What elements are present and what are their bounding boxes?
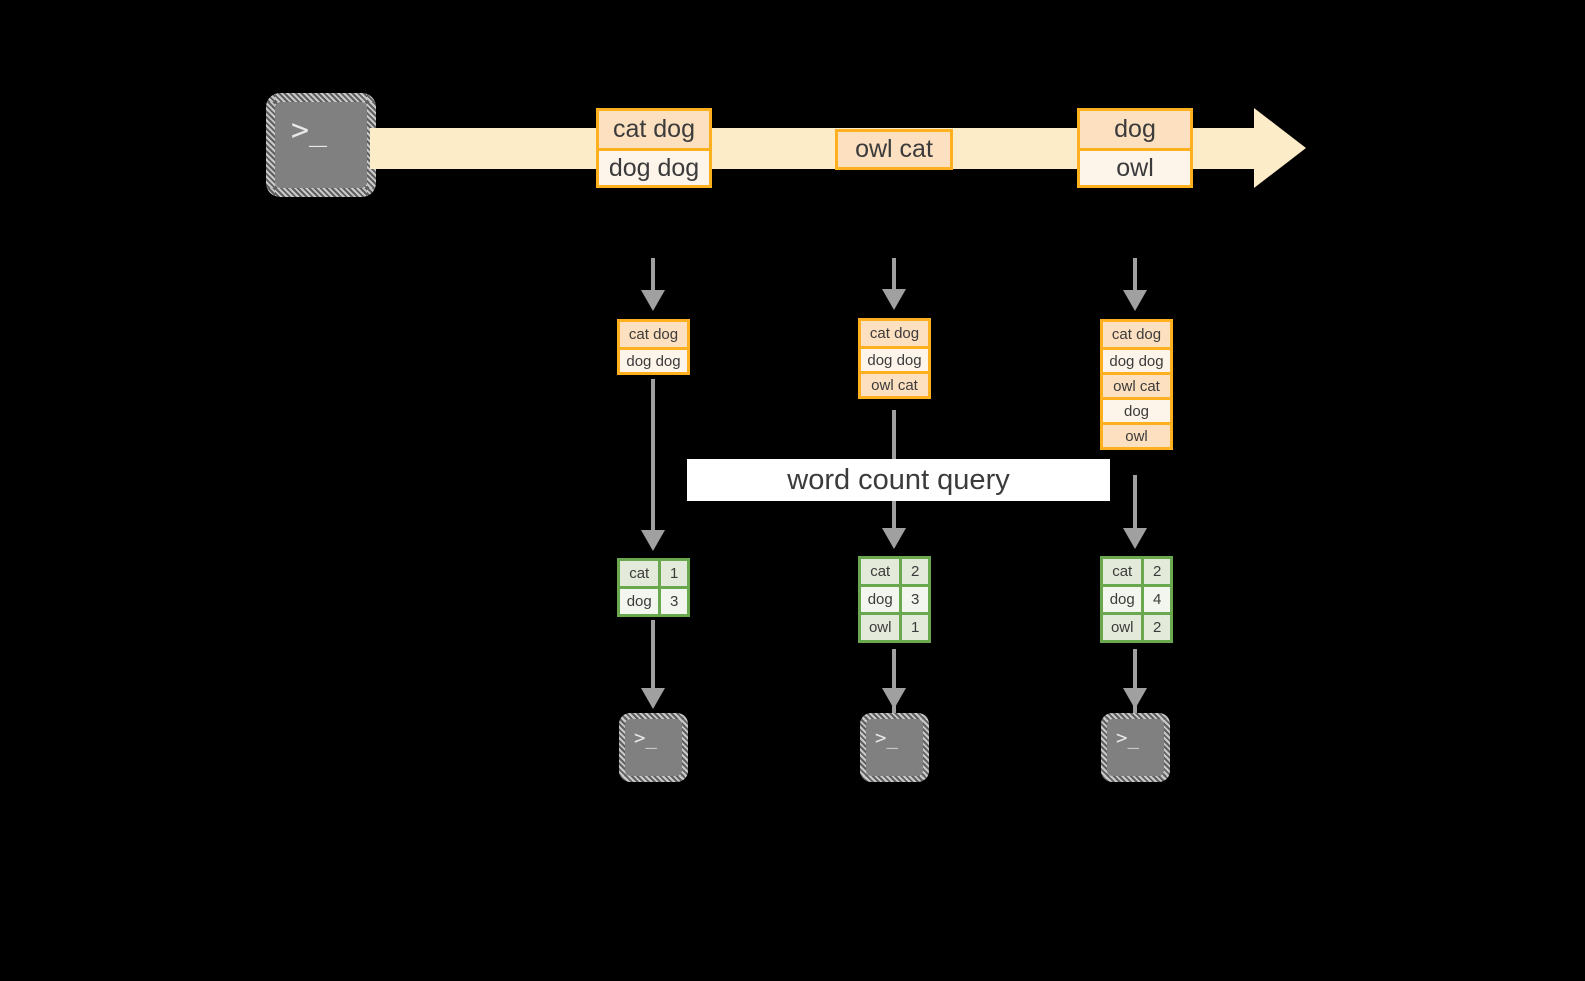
accumulated-records-3: cat dog dog dog owl cat dog owl [1100,319,1173,450]
terminal-screen [625,719,682,776]
terminal-prompt-glyph: >_ [875,727,898,749]
batch-feed-arrowhead-3 [1123,290,1147,311]
table-row: dog 4 [1103,584,1170,612]
record-line: dog dog [861,346,928,371]
record-line: cat dog [1103,322,1170,347]
terminal-screen [866,719,923,776]
table-row: cat 1 [620,561,687,586]
result-word: owl [861,615,903,640]
sink-line-1 [651,620,655,694]
terminal-screen [275,102,367,188]
accumulated-records-2: cat dog dog dog owl cat [858,318,931,399]
sink-line-2 [892,649,896,724]
query-line-1 [651,379,655,546]
table-row: cat 2 [1103,559,1170,584]
result-count: 2 [1144,615,1170,640]
result-count: 3 [902,587,928,612]
timeline-batch-3: dog owl [1077,108,1193,188]
result-word: dog [620,589,662,614]
result-word: cat [620,561,662,586]
record-line: cat dog [599,111,709,148]
record-line: cat dog [861,321,928,346]
accumulated-records-1: cat dog dog dog [617,319,690,375]
record-line: cat dog [620,322,687,347]
result-count: 2 [1144,559,1170,584]
result-count: 1 [661,561,687,586]
timeline-arrow-head [1254,108,1306,188]
sink-terminal-icon-1: >_ [619,713,688,782]
batch-feed-line-2 [892,258,896,291]
sink-arrowhead-3 [1123,688,1147,709]
terminal-prompt-glyph: >_ [291,113,328,148]
record-line: owl cat [1103,372,1170,397]
batch-feed-line-3 [1133,258,1137,292]
sink-arrowhead-1 [641,688,665,709]
query-arrowhead-2 [882,528,906,549]
result-word: cat [1103,559,1145,584]
table-row: owl 1 [861,612,928,640]
batch-feed-line-1 [651,258,655,292]
word-count-result-2: cat 2 dog 3 owl 1 [858,556,931,643]
batch-feed-arrowhead-2 [882,289,906,310]
table-row: dog 3 [861,584,928,612]
result-word: owl [1103,615,1145,640]
sink-arrowhead-2 [882,688,906,709]
query-arrowhead-1 [641,530,665,551]
record-line: dog [1103,397,1170,422]
word-count-result-1: cat 1 dog 3 [617,558,690,617]
record-line: dog dog [599,148,709,185]
result-count: 2 [902,559,928,584]
timeline-batch-2: owl cat [835,129,953,170]
result-count: 1 [902,615,928,640]
terminal-screen [1107,719,1164,776]
query-label-banner: word count query [687,459,1110,501]
timeline-batch-1: cat dog dog dog [596,108,712,188]
batch-feed-arrowhead-1 [641,290,665,311]
sink-terminal-icon-2: >_ [860,713,929,782]
result-count: 4 [1144,587,1170,612]
sink-terminal-icon-3: >_ [1101,713,1170,782]
table-row: cat 2 [861,559,928,584]
sink-line-3 [1133,649,1137,724]
result-count: 3 [661,589,687,614]
query-arrowhead-3 [1123,528,1147,549]
record-line: owl cat [838,132,950,167]
result-word: dog [861,587,903,612]
record-line: owl [1080,148,1190,185]
record-line: dog dog [620,347,687,372]
source-terminal-icon: >_ [266,93,376,197]
table-row: dog 3 [620,586,687,614]
terminal-prompt-glyph: >_ [1116,727,1139,749]
record-line: owl [1103,422,1170,447]
query-line-3 [1133,475,1137,544]
record-line: dog [1080,111,1190,148]
result-word: cat [861,559,903,584]
result-word: dog [1103,587,1145,612]
table-row: owl 2 [1103,612,1170,640]
word-count-result-3: cat 2 dog 4 owl 2 [1100,556,1173,643]
terminal-prompt-glyph: >_ [634,727,657,749]
record-line: dog dog [1103,347,1170,372]
record-line: owl cat [861,371,928,396]
